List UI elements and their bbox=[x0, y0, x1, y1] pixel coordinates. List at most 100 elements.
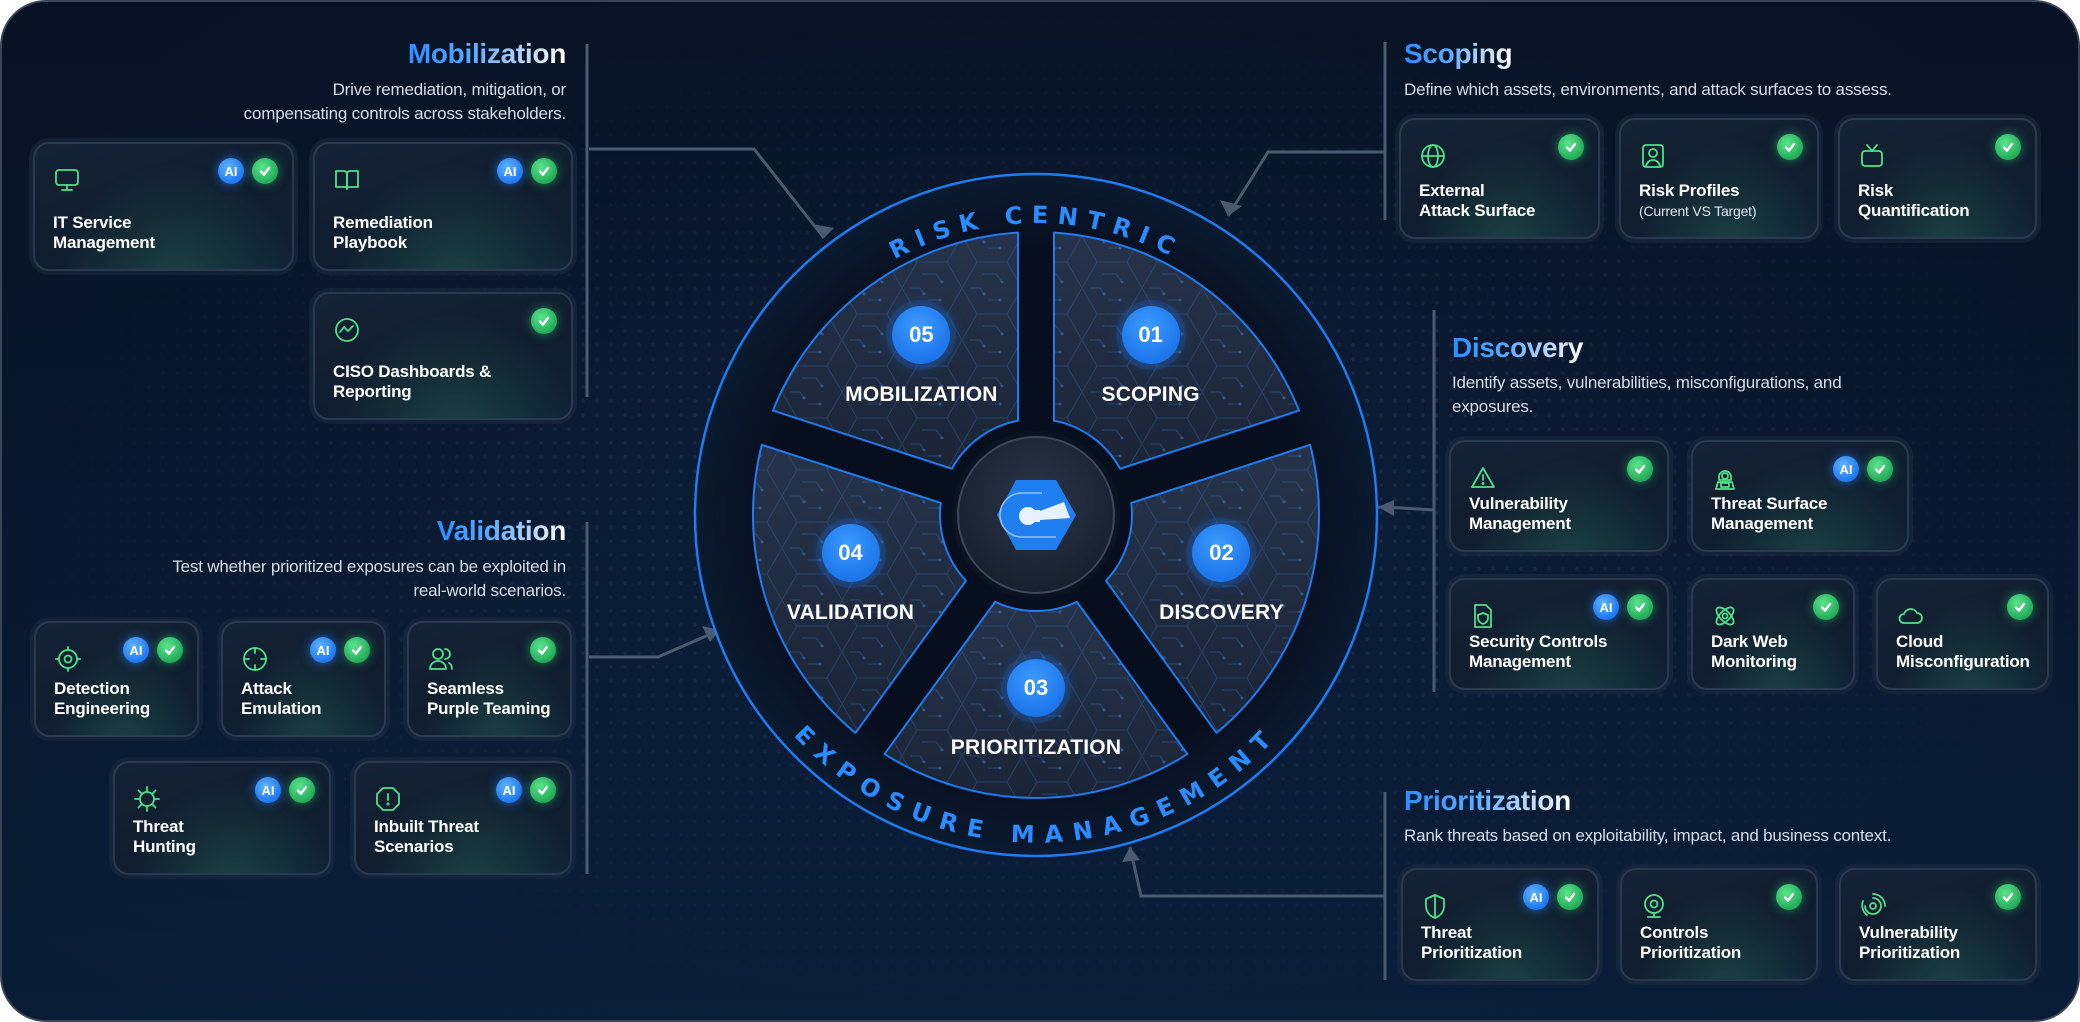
connector-arrow bbox=[812, 224, 834, 238]
webcam-icon bbox=[1640, 892, 1668, 920]
check-icon bbox=[157, 637, 183, 663]
card-title-line: Emulation bbox=[241, 699, 322, 718]
check-icon bbox=[2007, 594, 2033, 620]
card-title-line: Cloud bbox=[1896, 632, 1944, 651]
card-title-line: Detection bbox=[54, 679, 130, 698]
card-badges bbox=[1995, 884, 2021, 910]
card-title-line: Quantification bbox=[1858, 201, 1970, 220]
card-title-line: Remediation bbox=[333, 213, 433, 232]
ai-badge: AI bbox=[497, 158, 523, 184]
atom-icon bbox=[1711, 602, 1739, 630]
card-badges bbox=[1777, 134, 1803, 160]
stage-number-badge: 04 bbox=[821, 524, 880, 583]
check-icon bbox=[1558, 134, 1584, 160]
card-title-line: Seamless bbox=[427, 679, 504, 698]
card-badges: AI bbox=[497, 158, 557, 184]
description-line: real-world scenarios. bbox=[413, 581, 566, 600]
description-line: Define which assets, environments, and a… bbox=[1404, 80, 1892, 99]
card-title-line: Playbook bbox=[333, 233, 407, 252]
description-line: compensating controls across stakeholder… bbox=[243, 104, 567, 123]
card-badges bbox=[530, 637, 556, 663]
shield-file-icon bbox=[1469, 602, 1497, 630]
stage-label: SCOPING bbox=[1101, 383, 1200, 407]
prioritization-connector bbox=[1128, 846, 1385, 898]
scoping-title: Scoping bbox=[1404, 38, 1513, 69]
card-title: CISO Dashboards &Reporting bbox=[333, 362, 491, 402]
card-badges: AI bbox=[1833, 456, 1893, 482]
activity-chart-icon bbox=[333, 316, 361, 344]
description-line: Test whether prioritized exposures can b… bbox=[172, 557, 566, 576]
check-icon bbox=[1995, 884, 2021, 910]
stage-number-badge: 05 bbox=[892, 306, 951, 365]
description-line: exposures. bbox=[1452, 397, 1534, 416]
ai-badge: AI bbox=[496, 777, 522, 803]
discovery-description: Identify assets, vulnerabilities, miscon… bbox=[1452, 371, 1842, 419]
ai-badge: AI bbox=[255, 777, 281, 803]
check-icon bbox=[1995, 134, 2021, 160]
check-icon bbox=[1813, 594, 1839, 620]
cloud-icon bbox=[1896, 602, 1924, 630]
card-title-line: Management bbox=[1711, 514, 1813, 533]
users-icon bbox=[427, 645, 455, 673]
card-title-line: Vulnerability bbox=[1469, 494, 1568, 513]
card-badges bbox=[531, 308, 557, 334]
card-badges: AI bbox=[123, 637, 183, 663]
mobilization-card[interactable]: CISO Dashboards &Reporting bbox=[313, 292, 573, 420]
card-title-line: Monitoring bbox=[1711, 652, 1797, 671]
card-title-line: IT Service bbox=[53, 213, 132, 232]
prioritization-description: Rank threats based on exploitability, im… bbox=[1404, 824, 1891, 848]
card-title-line: Threat Surface bbox=[1711, 494, 1828, 513]
check-icon bbox=[252, 158, 278, 184]
card-title-line: Engineering bbox=[54, 699, 151, 718]
stage-label: VALIDATION bbox=[786, 601, 915, 625]
ai-badge: AI bbox=[123, 637, 149, 663]
stage-label: MOBILIZATION bbox=[845, 383, 998, 407]
card-title-line: Misconfiguration bbox=[1896, 652, 2030, 671]
card-badges bbox=[1627, 456, 1653, 482]
card-title-line: Controls bbox=[1640, 923, 1709, 942]
stage-number-badge: 02 bbox=[1192, 524, 1251, 583]
mobilization-title: Mobilization bbox=[407, 38, 566, 69]
card-title-line: Risk Profiles bbox=[1639, 181, 1740, 200]
ai-badge: AI bbox=[310, 637, 336, 663]
user-profile-icon bbox=[1639, 142, 1667, 170]
globe-icon bbox=[1419, 142, 1447, 170]
ai-badge: AI bbox=[218, 158, 244, 184]
card-title-line: Prioritization bbox=[1859, 943, 1961, 962]
book-open-icon bbox=[333, 166, 361, 194]
check-icon bbox=[344, 637, 370, 663]
check-icon bbox=[1627, 456, 1653, 482]
card-title-line: Threat bbox=[1421, 923, 1472, 942]
radar-icon bbox=[1859, 892, 1887, 920]
card-badges bbox=[1995, 134, 2021, 160]
check-icon bbox=[530, 637, 556, 663]
check-icon bbox=[530, 777, 556, 803]
scoping-card[interactable]: Risk Profiles(Current VS Target) bbox=[1619, 118, 1819, 239]
card-badges: AI bbox=[310, 637, 370, 663]
scoping-description: Define which assets, environments, and a… bbox=[1404, 78, 1892, 102]
